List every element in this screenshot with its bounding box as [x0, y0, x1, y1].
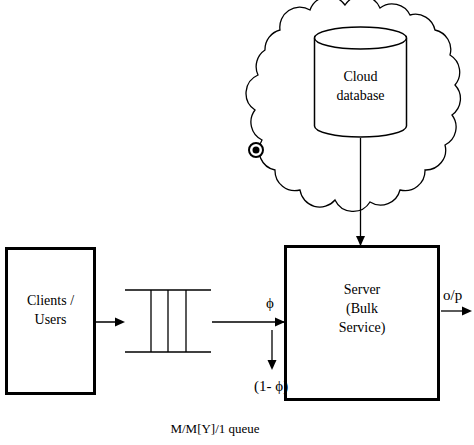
queue-symbol — [125, 290, 211, 352]
server-box: Server (Bulk Service) — [284, 245, 440, 401]
node-text: Clients / Users — [20, 291, 82, 329]
probability-label: (1- ϕ) — [254, 377, 288, 395]
drop-arrow — [271, 330, 272, 362]
cloud-tail-circle — [249, 143, 263, 157]
flow-arrow — [96, 321, 284, 322]
output-arrow — [441, 310, 463, 311]
node-text: Cloud database — [326, 67, 396, 105]
cylinder-top — [315, 27, 407, 49]
cloud-outline — [246, 0, 460, 211]
node-text: Server (Bulk Service) — [331, 280, 393, 337]
flow-arrow — [360, 138, 361, 245]
output-arrowhead — [462, 307, 472, 316]
queue-entry-arrowhead — [115, 318, 125, 327]
output-label: o/p — [443, 286, 462, 304]
drop-arrowhead — [268, 360, 277, 370]
cylinder-body — [315, 38, 407, 137]
figure-caption: M/M[Y]/1 queue — [140, 421, 290, 437]
database-cylinder: Cloud database — [313, 26, 408, 138]
probability-label: ϕ — [266, 294, 274, 312]
cloud-tail-dot — [253, 147, 260, 154]
process-box: Clients / Users — [5, 247, 96, 395]
